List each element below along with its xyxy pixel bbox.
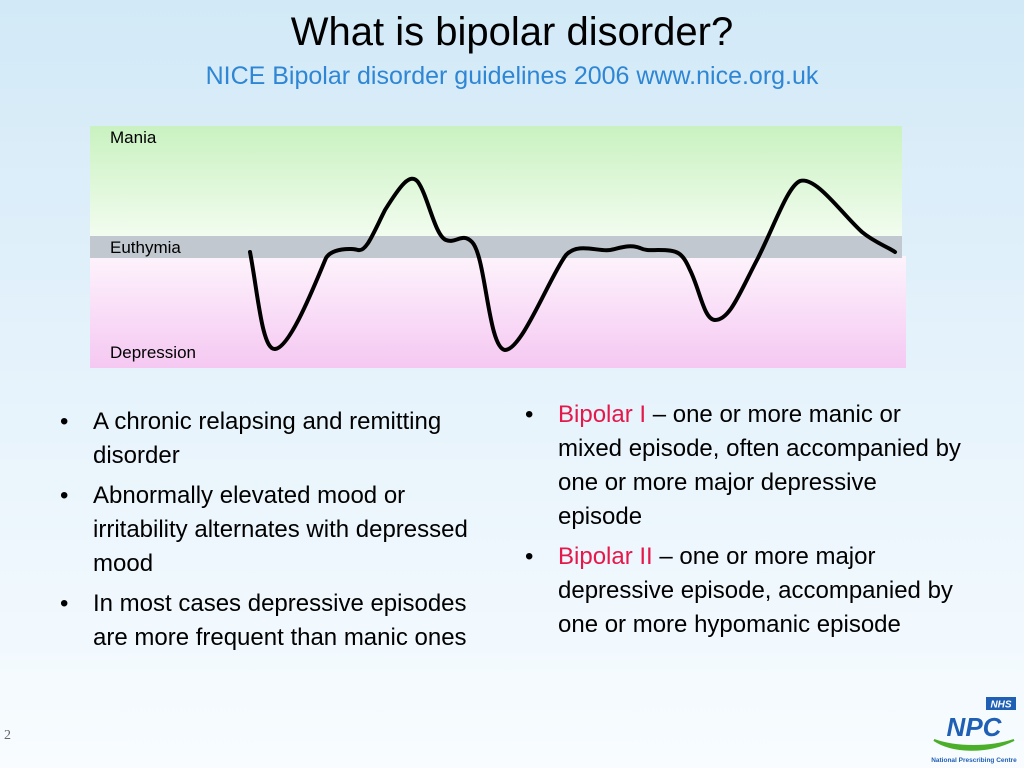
bullet-text: Abnormally elevated mood or irritability… — [93, 482, 468, 577]
types-list: • Bipolar I – one or more manic or mixed … — [521, 398, 961, 648]
bullet-icon: • — [525, 401, 534, 428]
euthymia-label: Euthymia — [110, 238, 181, 257]
npc-wordmark: NPC — [947, 712, 1003, 742]
list-item: • A chronic relapsing and remitting disor… — [56, 405, 476, 473]
mood-curve — [248, 176, 897, 352]
swoosh-icon — [933, 739, 1015, 751]
features-list: • A chronic relapsing and remitting disor… — [56, 405, 476, 661]
mania-label: Mania — [110, 128, 157, 147]
list-item: • In most cases depressive episodes are m… — [56, 587, 476, 655]
bipolar-i-term: Bipolar I — [558, 401, 647, 428]
bipolar-ii-description: – one or more major depressive episode, … — [558, 543, 953, 638]
list-item: • Bipolar II – one or more major depressi… — [521, 540, 961, 642]
slide-subtitle: NICE Bipolar disorder guidelines 2006 ww… — [205, 62, 819, 90]
bullet-icon: • — [60, 482, 69, 509]
bullet-icon: • — [525, 543, 534, 570]
npc-tagline: National Prescribing Centre — [931, 757, 1017, 764]
bullet-text: In most cases depressive episodes are mo… — [93, 590, 467, 651]
list-item: • Bipolar I – one or more manic or mixed … — [521, 398, 961, 534]
list-item: • Abnormally elevated mood or irritabilit… — [56, 479, 476, 581]
nhs-badge — [986, 697, 1016, 710]
mania-zone — [90, 126, 902, 236]
bipolar-i-description: – one or more manic or mixed episode, of… — [558, 401, 961, 530]
slide-title: What is bipolar disorder? — [290, 10, 734, 54]
bullet-text: A chronic relapsing and remitting disord… — [93, 408, 442, 469]
npc-logo: NHS NPC National Prescribing Centre — [931, 697, 1017, 764]
mood-cycle-diagram: Mania Euthymia Depression — [90, 126, 906, 368]
page-number: 2 — [4, 728, 11, 743]
nhs-badge-text: NHS — [990, 700, 1011, 711]
depression-zone — [90, 256, 906, 368]
bullet-icon: • — [60, 408, 69, 435]
bullet-icon: • — [60, 590, 69, 617]
depression-label: Depression — [110, 343, 196, 362]
euthymia-band — [90, 236, 902, 258]
bipolar-ii-term: Bipolar II — [558, 543, 653, 570]
